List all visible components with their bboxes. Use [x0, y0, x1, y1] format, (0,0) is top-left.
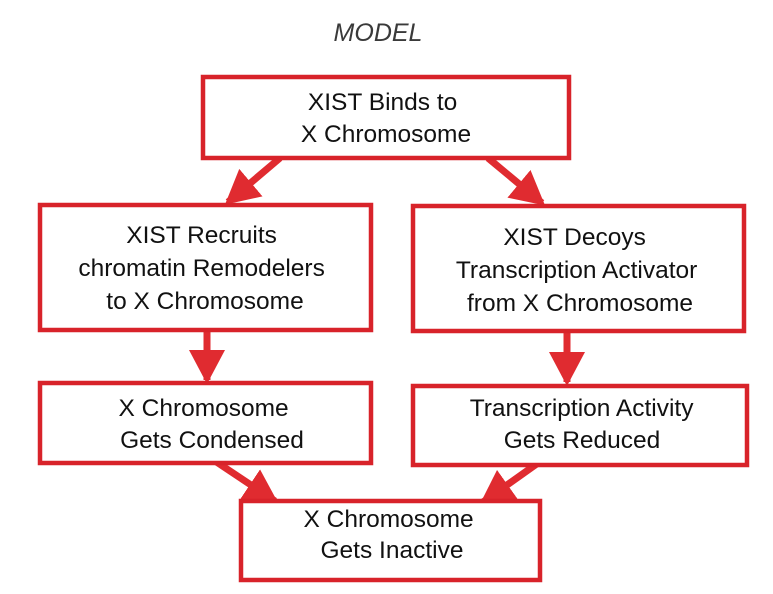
box-line: Transcription Activator [456, 257, 697, 284]
box-line: XIST Binds to [308, 89, 457, 116]
box-line: X Chromosome [118, 395, 288, 422]
box-line: Gets Inactive [321, 537, 464, 564]
box-xist-decoys: XIST Decoys Transcription Activator from… [410, 203, 747, 334]
box-xist-decoys-frame [410, 203, 747, 334]
box-xist-recruits: XIST Recruits chromatin Remodelers to X … [37, 202, 374, 333]
box-xist-recruits-frame [37, 202, 374, 333]
box-xist-binds-frame [200, 74, 572, 161]
diagram-title: MODEL [334, 19, 423, 47]
box-gets-condensed-frame [37, 380, 374, 466]
box-line: Gets Reduced [504, 427, 661, 454]
arrow-reduced-to-inactive [479, 460, 541, 505]
box-xist-recruits-text: XIST Recruits chromatin Remodelers to X … [78, 222, 331, 315]
box-gets-inactive-frame [238, 498, 543, 583]
box-xist-binds-text: XIST Binds to X Chromosome [301, 89, 471, 148]
box-gets-reduced-frame [410, 383, 750, 468]
box-line: to X Chromosome [106, 288, 303, 315]
box-line: XIST Recruits [126, 222, 277, 249]
box-xist-decoys-text: XIST Decoys Transcription Activator from… [456, 224, 704, 317]
box-gets-reduced: Transcription Activity Gets Reduced [410, 383, 750, 468]
arrow-condensed-to-inactive [213, 458, 279, 504]
box-line: Transcription Activity [470, 395, 694, 422]
box-gets-reduced-text: Transcription Activity Gets Reduced [470, 395, 701, 454]
box-line: from X Chromosome [467, 290, 693, 317]
box-xist-binds: XIST Binds to X Chromosome [200, 74, 572, 161]
arrow-binds-to-decoys [485, 155, 546, 206]
box-line: X Chromosome [303, 506, 473, 533]
box-gets-inactive: X Chromosome Gets Inactive [238, 498, 543, 583]
box-line: X Chromosome [301, 121, 471, 148]
box-gets-condensed: X Chromosome Gets Condensed [37, 380, 374, 466]
box-line: XIST Decoys [503, 224, 646, 251]
box-line: Gets Condensed [120, 427, 304, 454]
box-line: chromatin Remodelers [78, 255, 324, 282]
box-gets-condensed-text: X Chromosome Gets Condensed [118, 395, 303, 454]
box-gets-inactive-text: X Chromosome Gets Inactive [303, 506, 480, 564]
arrows-group [189, 155, 585, 505]
arrow-binds-to-recruits [224, 155, 283, 205]
